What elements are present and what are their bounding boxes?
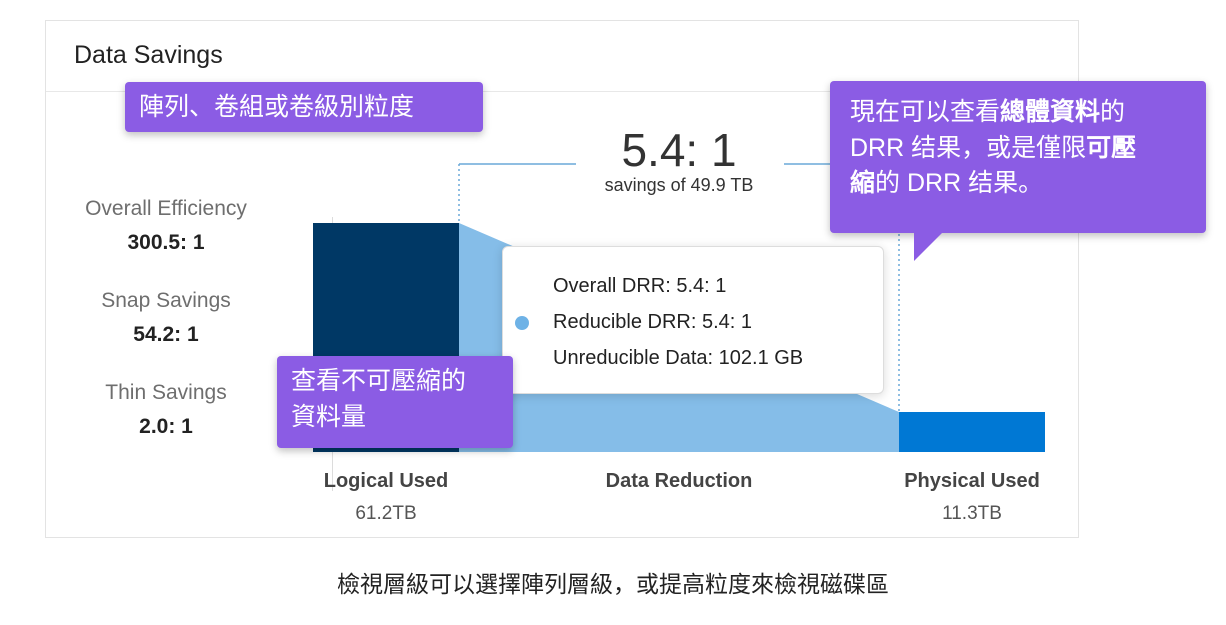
tooltip-overall-drr: Overall DRR: 5.4: 1 (553, 275, 727, 297)
callout-drr-text: 現在可以查看 (850, 98, 1001, 126)
callout-granularity-text: 陣列、卷組或卷級別粒度 (139, 93, 415, 121)
callout-drr-bold: 可壓 (1086, 133, 1137, 162)
callout-drr-text: 的 DRR 结果。 (875, 169, 1044, 197)
column-label-reduction: Data Reduction (606, 470, 753, 492)
stat-value: 2.0: 1 (139, 415, 193, 438)
physical-used-bar[interactable] (899, 412, 1045, 452)
summary-savings: savings of 49.9 TB (605, 175, 754, 195)
tooltip-unreducible-data: Unreducible Data: 102.1 GB (553, 347, 804, 369)
column-label-logical: Logical Used (324, 470, 448, 492)
stat-value: 54.2: 1 (133, 323, 199, 346)
stat-label: Snap Savings (101, 289, 231, 312)
stat-thin-savings: Thin Savings 2.0: 1 (46, 381, 286, 439)
column-value-physical: 11.3TB (942, 503, 1002, 524)
callout-uncompressed: 查看不可壓縮的 資料量 (277, 356, 513, 448)
summary-ratio: 5.4: 1 (621, 124, 736, 176)
card-title: Data Savings (74, 41, 223, 69)
callout-uncompressed-text: 查看不可壓縮的 (291, 367, 467, 395)
callout-drr-text: DRR 结果，或是僅限 (850, 133, 1087, 162)
column-label-physical: Physical Used (904, 470, 1040, 492)
stat-label: Overall Efficiency (85, 197, 247, 220)
stat-snap-savings: Snap Savings 54.2: 1 (46, 289, 286, 347)
bottom-caption: 檢視層級可以選擇陣列層級，或提高粒度來檢視磁碟區 (337, 571, 889, 597)
drr-tooltip: Overall DRR: 5.4: 1 Reducible DRR: 5.4: … (502, 246, 884, 394)
callout-drr-results: 現在可以查看總體資料的 DRR 结果，或是僅限可壓 縮的 DRR 结果。 (830, 81, 1206, 261)
stat-label: Thin Savings (105, 381, 227, 404)
callout-granularity: 陣列、卷組或卷級別粒度 (125, 82, 483, 132)
card-divider (46, 91, 1078, 92)
tooltip-reducible-drr: Reducible DRR: 5.4: 1 (553, 311, 752, 333)
column-value-logical: 61.2TB (355, 503, 416, 524)
series-marker-icon (515, 316, 529, 330)
callout-tail (914, 231, 944, 261)
stat-value: 300.5: 1 (127, 231, 205, 254)
callout-drr-bold: 縮 (850, 169, 876, 197)
callout-drr-bold: 總體資料 (1000, 98, 1101, 126)
callout-drr-text: 的 (1100, 98, 1126, 126)
callout-uncompressed-text: 資料量 (291, 402, 367, 431)
stat-overall-efficiency: Overall Efficiency 300.5: 1 (46, 197, 286, 255)
